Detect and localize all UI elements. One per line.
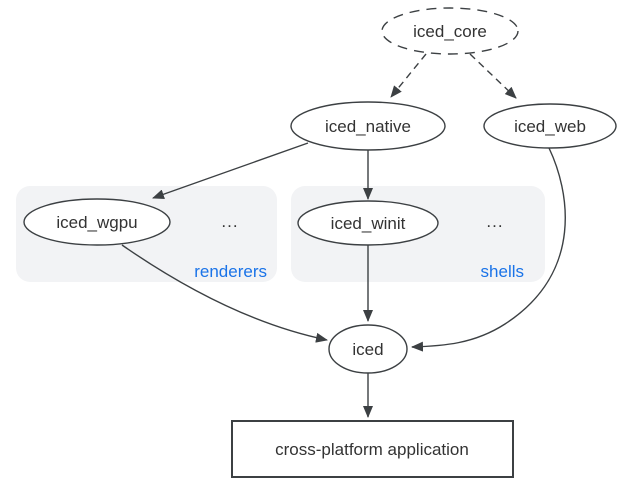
node-iced-wgpu-label: iced_wgpu [56,213,137,232]
node-iced-web-label: iced_web [514,117,586,136]
node-iced-winit-shape [297,200,439,246]
node-iced-native-label: iced_native [325,117,411,136]
edge-iced-core-to-iced-web [469,53,517,99]
edge-iced-native-to-iced-wgpu [152,142,309,200]
group-renderers-ellipsis: ... [221,212,238,231]
node-iced-shape [328,324,408,374]
node-iced-winit-label: iced_winit [331,214,406,233]
edge-iced-web-to-iced [411,147,566,352]
group-shells-ellipsis: ... [486,212,503,231]
group-renderers-label: renderers [194,262,267,281]
group-shells-label: shells [481,262,524,281]
edge-iced-wgpu-to-iced [121,244,328,343]
edge-iced-core-to-iced-native [390,53,427,98]
node-app-box [231,420,514,478]
node-app-label: cross-platform application [275,440,469,459]
node-iced-wgpu-shape [23,198,171,246]
node-iced-web-shape [483,103,617,149]
node-iced-native-shape [290,101,446,151]
node-iced-core-shape [381,7,519,55]
node-iced-label: iced [352,340,383,359]
node-iced-core-label: iced_core [413,22,487,41]
